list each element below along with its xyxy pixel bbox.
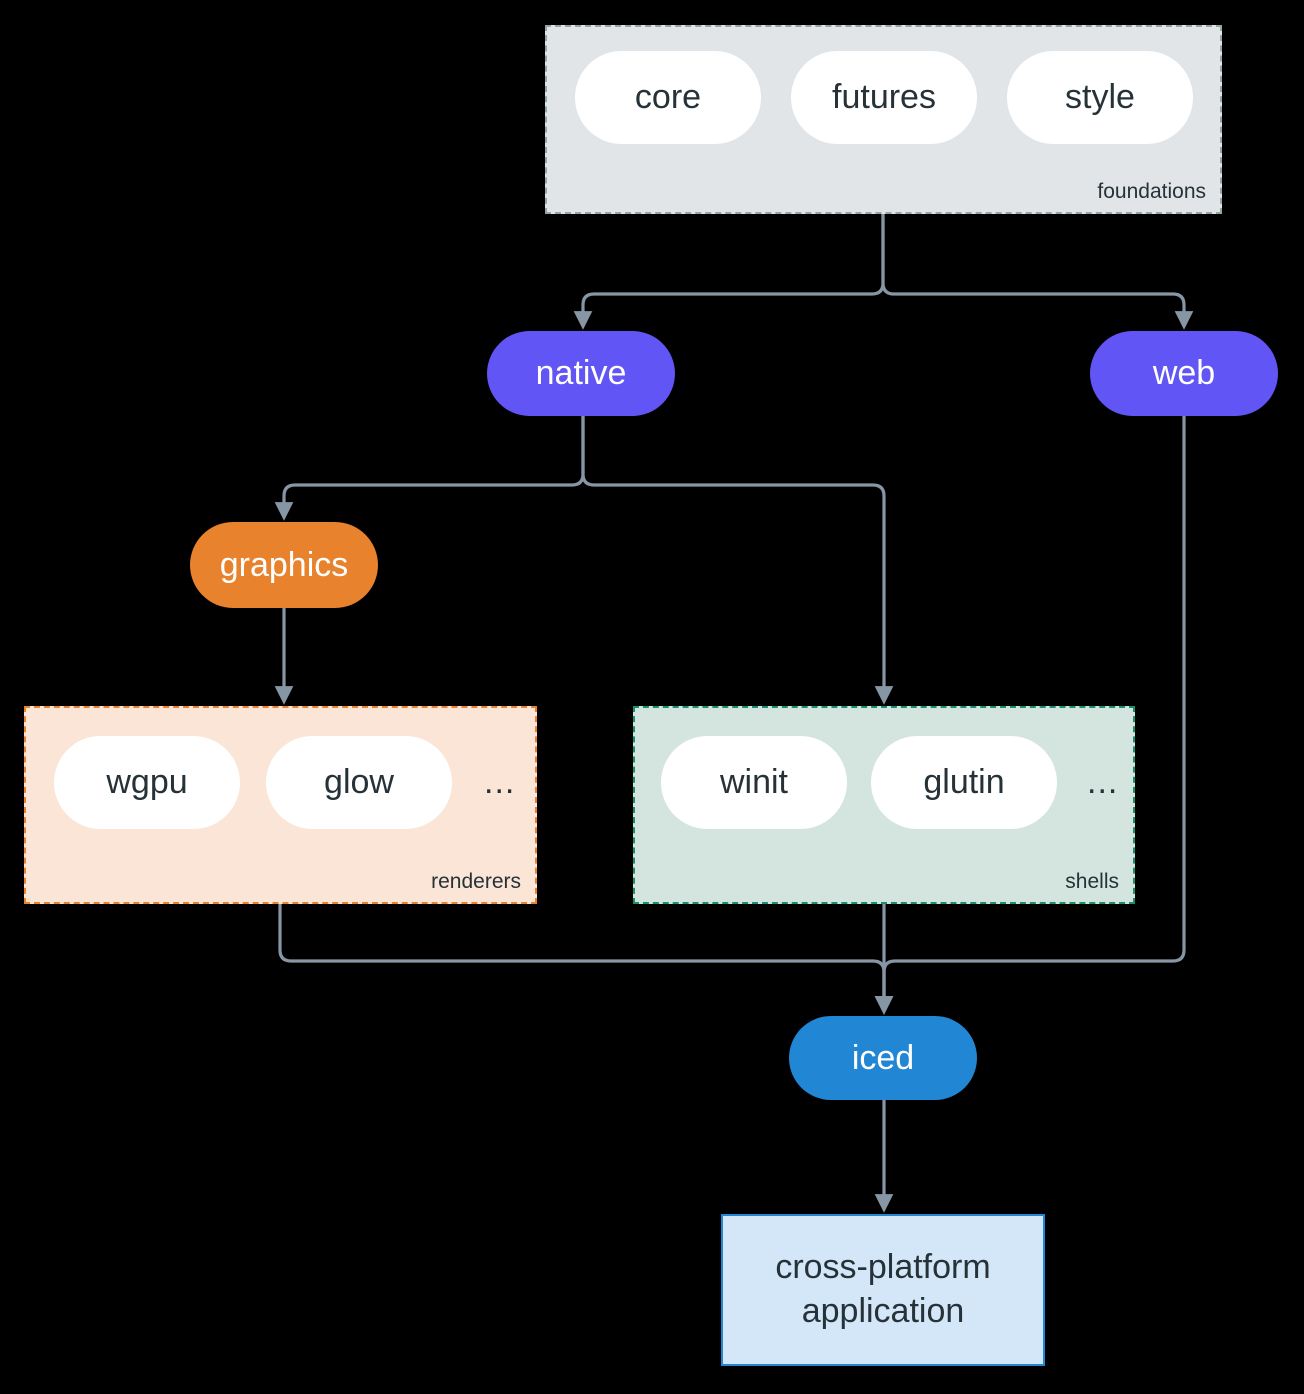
pill-core[interactable]: core <box>575 51 761 144</box>
cluster-shells: winit glutin ... shells <box>633 706 1135 904</box>
cluster-foundations-items: core futures style <box>575 51 1193 144</box>
pill-glutin[interactable]: glutin <box>871 736 1057 829</box>
cluster-foundations-label: foundations <box>1097 180 1206 203</box>
edge-foundations-native <box>573 212 885 330</box>
application-line-1: cross-platform <box>775 1248 991 1287</box>
pill-wgpu[interactable]: wgpu <box>54 736 240 829</box>
pill-winit[interactable]: winit <box>661 736 847 829</box>
cluster-renderers: wgpu glow ... renderers <box>24 706 537 904</box>
edge-renderers-iced <box>278 902 894 1015</box>
edge-native-graphics <box>274 414 585 521</box>
pill-glow[interactable]: glow <box>266 736 452 829</box>
cluster-foundations: core futures style foundations <box>545 25 1222 214</box>
pill-style[interactable]: style <box>1007 51 1193 144</box>
cluster-shells-items: winit glutin ... <box>661 736 1118 829</box>
node-graphics[interactable]: graphics <box>190 522 378 608</box>
node-native[interactable]: native <box>487 331 675 416</box>
cluster-shells-label: shells <box>1065 870 1119 893</box>
pill-futures[interactable]: futures <box>791 51 977 144</box>
cluster-renderers-items: wgpu glow ... <box>54 736 515 829</box>
shells-ellipsis: ... <box>1087 763 1119 801</box>
node-web[interactable]: web <box>1090 331 1278 416</box>
node-iced[interactable]: iced <box>789 1016 977 1100</box>
cluster-renderers-label: renderers <box>431 870 521 893</box>
edge-foundations-web <box>881 212 1194 330</box>
edge-native-shells <box>581 414 894 705</box>
node-cross-platform-application[interactable]: cross-platform application <box>721 1214 1045 1366</box>
application-line-2: application <box>801 1292 965 1330</box>
renderers-ellipsis: ... <box>484 763 516 801</box>
